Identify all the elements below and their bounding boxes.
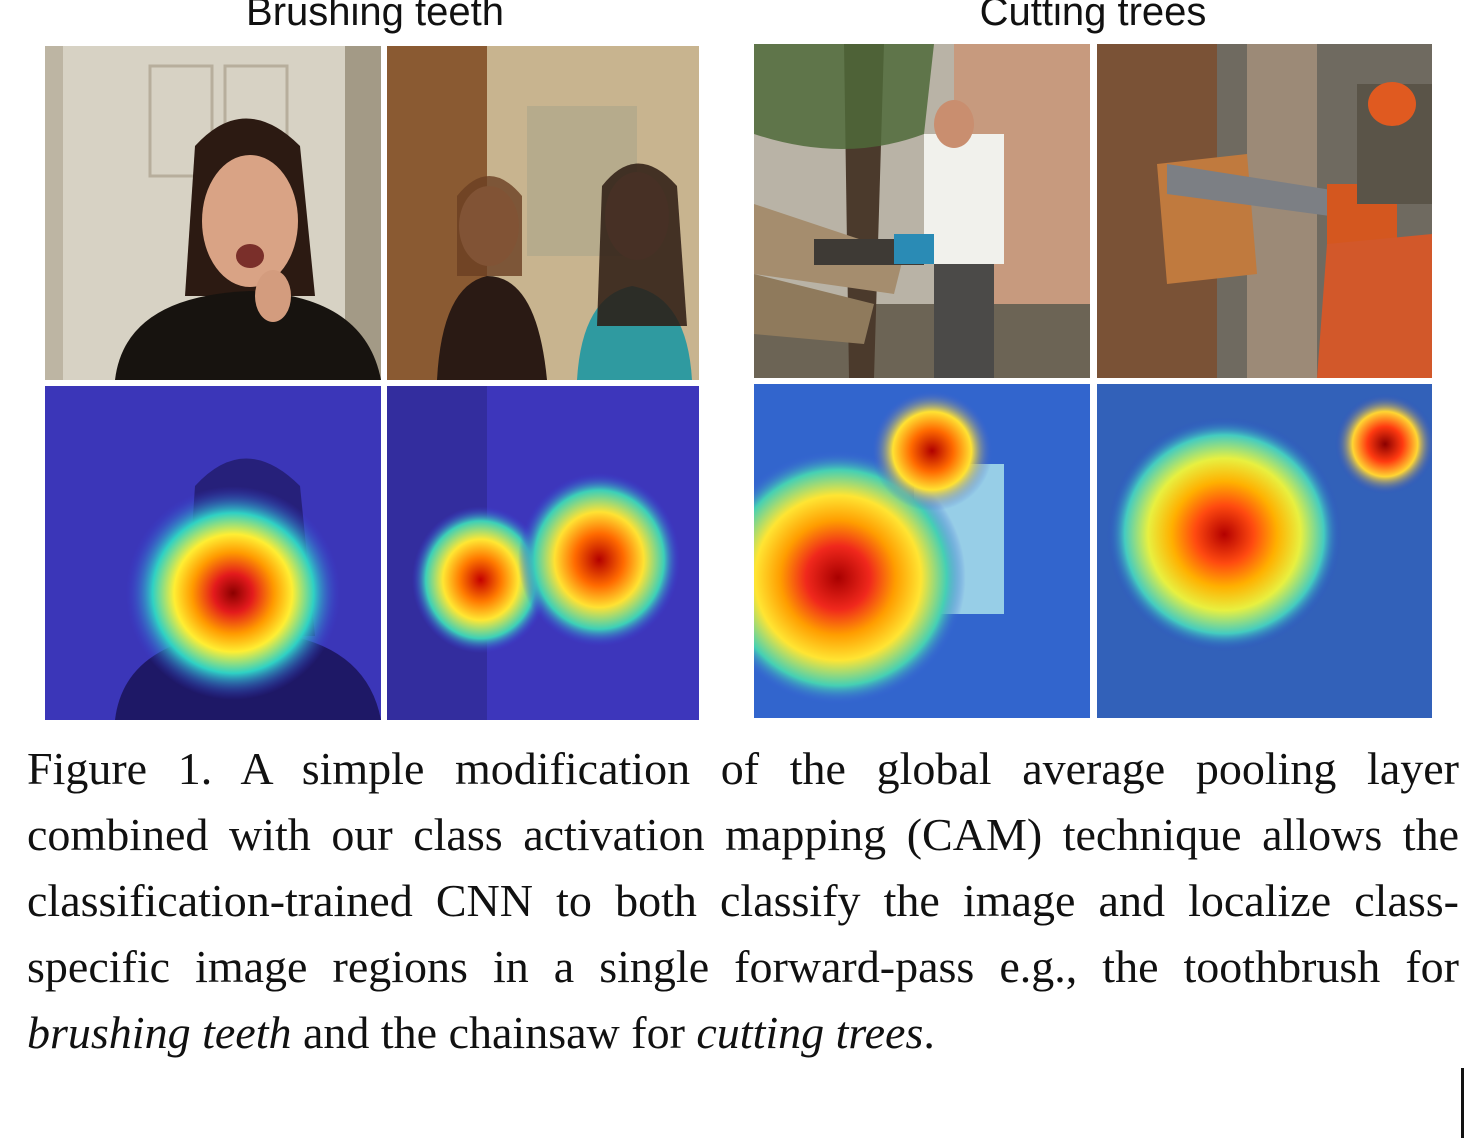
page-edge-mark	[1461, 1068, 1464, 1138]
figure-caption: Figure 1. A simple modification of the g…	[27, 736, 1459, 1066]
cutting-trees-photo-2	[1097, 44, 1432, 378]
cutting-trees-heatmap-2	[1097, 384, 1432, 718]
cutting-trees-title: Cutting trees	[979, 0, 1207, 34]
brushing-teeth-title: Brushing teeth	[246, 0, 504, 34]
brushing-teeth-heatmap-2	[387, 386, 699, 720]
brushing-teeth-photo-1	[45, 46, 381, 380]
caption-italic-brushing-teeth: brushing teeth	[27, 1007, 292, 1058]
brushing-teeth-heatmap-1	[45, 386, 381, 720]
cutting-trees-photo-1	[754, 44, 1090, 378]
caption-text-3: .	[923, 1007, 935, 1058]
caption-italic-cutting-trees: cutting trees	[696, 1007, 924, 1058]
cutting-trees-heatmap-1	[754, 384, 1090, 718]
caption-text-2: and the chainsaw for	[291, 1007, 697, 1058]
brushing-teeth-photo-2	[387, 46, 699, 380]
caption-text-1: Figure 1. A simple modification of the g…	[27, 743, 1459, 992]
